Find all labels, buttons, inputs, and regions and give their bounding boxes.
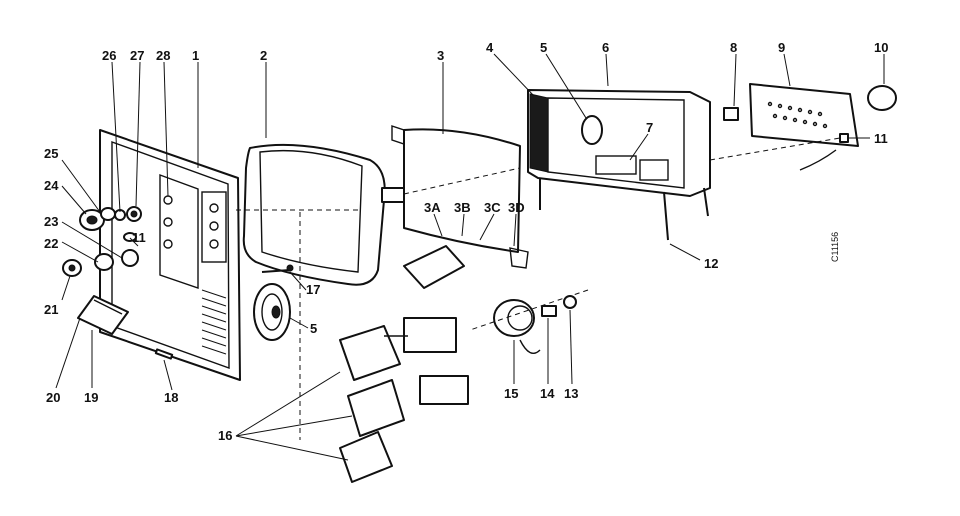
callout-8: 8 <box>730 40 737 55</box>
picture-tube <box>242 143 405 286</box>
callout-23: 23 <box>44 214 58 229</box>
callout-12: 12 <box>704 256 718 271</box>
callout-1: 1 <box>192 48 199 63</box>
callout-3c: 3C <box>484 200 501 215</box>
chassis-boards <box>339 317 469 483</box>
bracket-plate <box>77 295 129 335</box>
callout-3b: 3B <box>454 200 471 215</box>
callout-labels: 1 2 3 4 5 6 7 8 9 10 11 12 13 14 15 16 1… <box>44 40 888 443</box>
small-circuit-board <box>403 245 465 289</box>
callout-18: 18 <box>164 390 178 405</box>
callout-17: 17 <box>306 282 320 297</box>
front-cabinet-frame <box>99 129 241 381</box>
fastener <box>839 133 849 143</box>
callout-7: 7 <box>646 120 653 135</box>
callout-3d: 3D <box>508 200 525 215</box>
back-cover <box>749 83 859 147</box>
assembly-guides <box>236 137 841 440</box>
callout-11-right: 11 <box>874 131 888 146</box>
callout-11-left: 11 <box>132 230 146 245</box>
deflection-yoke <box>493 299 541 354</box>
callout-16: 16 <box>218 428 232 443</box>
callout-10: 10 <box>874 40 888 55</box>
rear-cabinet <box>527 89 711 241</box>
callout-24: 24 <box>44 178 59 193</box>
callout-22: 22 <box>44 236 58 251</box>
callout-2: 2 <box>260 48 267 63</box>
centering-ring <box>563 295 577 309</box>
callout-4: 4 <box>486 40 494 55</box>
callout-28: 28 <box>156 48 170 63</box>
drawing-code: C11156 <box>830 232 840 262</box>
mounting-screw <box>261 264 294 273</box>
speaker-grille <box>201 289 227 355</box>
callout-9: 9 <box>778 40 785 55</box>
callout-19: 19 <box>84 390 98 405</box>
callout-13: 13 <box>564 386 578 401</box>
callout-27: 27 <box>130 48 144 63</box>
callout-6: 6 <box>602 40 609 55</box>
tube-mounting-frame <box>391 125 529 269</box>
callout-25: 25 <box>44 146 58 161</box>
callout-5-upper: 5 <box>540 40 547 55</box>
speaker <box>253 283 291 341</box>
leader-lines <box>55 53 885 461</box>
callout-26: 26 <box>102 48 116 63</box>
callout-20: 20 <box>46 390 60 405</box>
power-cord <box>799 149 837 171</box>
control-knobs <box>62 206 142 277</box>
callout-14: 14 <box>540 386 555 401</box>
callout-15: 15 <box>504 386 518 401</box>
callout-21: 21 <box>44 302 58 317</box>
neck-clamp <box>541 305 557 317</box>
small-grommet <box>723 107 739 121</box>
callout-3: 3 <box>437 48 444 63</box>
callout-3a: 3A <box>424 200 441 215</box>
small-clip <box>154 348 174 360</box>
callout-5-lower: 5 <box>310 321 317 336</box>
cover-cap <box>867 85 897 111</box>
